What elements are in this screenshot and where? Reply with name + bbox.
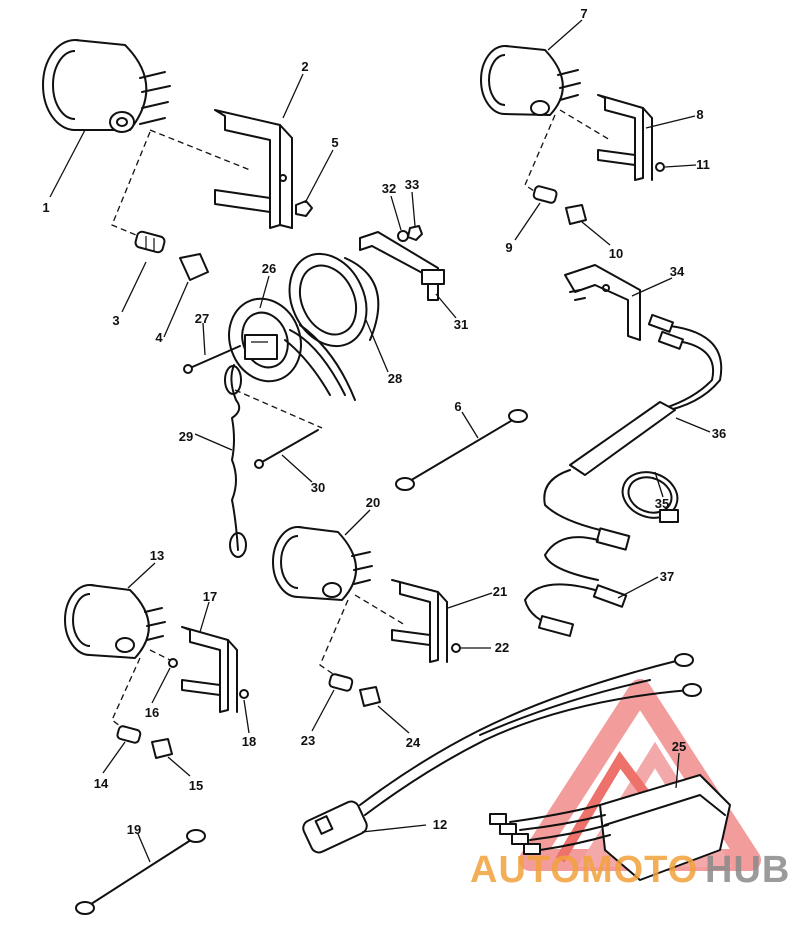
callout-9: 9 [505,240,512,255]
callout-23: 23 [301,733,315,748]
bracket-34 [564,264,641,341]
wire-lead-a [289,329,346,396]
callout-3: 3 [112,313,119,328]
callout-32: 32 [382,181,396,196]
callout-8: 8 [696,107,703,122]
dashed-guide-9 [319,599,349,677]
callout-29: 29 [179,429,193,444]
callout-5: 5 [331,135,338,150]
callout-19: 19 [127,822,141,837]
bulb-socket-23 [328,673,354,692]
callout-4: 4 [155,330,163,345]
dashed-guide-1 [149,129,251,171]
bracket-17 [181,626,238,713]
nut-22 [451,643,461,653]
bulb-socket-3 [134,230,166,254]
gauge-7 [480,45,581,116]
bulb-socket-14 [116,725,142,744]
callout-11: 11 [696,157,710,172]
callout-16: 16 [145,705,159,720]
callout-33: 33 [405,177,419,192]
ground-strap-6 [395,409,528,491]
wire-harness-12 [302,653,702,854]
dashed-guide-5 [524,114,556,196]
watermark-text-part2: HUB [705,849,790,891]
callout-12: 12 [433,817,447,832]
callout-22: 22 [495,640,509,655]
lanyard-29 [224,364,247,558]
callout-31: 31 [454,317,468,332]
dashed-guide-4 [559,109,611,141]
nut-5 [295,200,313,217]
callout-18: 18 [242,734,256,749]
bulb-15 [151,738,173,759]
callout-20: 20 [366,495,380,510]
nut-18 [239,689,249,699]
dashed-guide-6 [149,649,171,661]
callout-labels: 1 2 3 4 5 6 7 8 9 10 11 12 13 14 15 16 1… [42,6,726,837]
callout-25: 25 [672,739,686,754]
gauge-1 [42,39,171,133]
lens-28 [288,252,380,348]
bracket-2 [214,109,293,229]
module-25 [489,774,731,881]
wire-lead-b [299,324,356,401]
bulb-24 [359,686,381,707]
dashed-guide-3 [234,389,323,429]
callout-28: 28 [388,371,402,386]
callout-1: 1 [42,200,49,215]
callout-37: 37 [660,569,674,584]
callout-15: 15 [189,778,203,793]
washer-32 [397,230,409,242]
screw-30 [254,429,319,469]
bulb-4 [179,253,209,281]
callout-leaders [49,19,711,863]
light-housing-26 [228,297,302,383]
callout-10: 10 [609,246,623,261]
ground-strap-19 [75,829,206,915]
watermark-text-part1: AUTOMOTO [470,849,698,891]
washer-16 [168,658,178,668]
screw-27 [183,345,241,374]
wire-harness-36 [543,313,723,541]
bulb-socket-9 [532,185,558,204]
callout-35: 35 [655,496,669,511]
callout-7: 7 [580,6,587,21]
callout-27: 27 [195,311,209,326]
callout-21: 21 [493,584,507,599]
nut-11 [655,162,665,172]
bulb-10 [565,204,587,225]
gauge-13 [64,584,166,659]
callout-24: 24 [406,735,421,750]
watermark-text: AUTOMOTO HUB [470,849,790,891]
callout-36: 36 [712,426,726,441]
bracket-21 [391,579,448,663]
callout-2: 2 [301,59,308,74]
callout-26: 26 [262,261,276,276]
nut-33 [407,225,423,241]
callout-6: 6 [454,399,461,414]
wire-lead-c [284,339,331,396]
callout-30: 30 [311,480,325,495]
callout-34: 34 [670,264,685,279]
bracket-31 [359,231,445,301]
callout-13: 13 [150,548,164,563]
connector-set-37 [524,527,631,637]
dashed-guide-7 [111,657,141,733]
dashed-guide-2 [111,131,151,241]
gauge-20 [272,526,373,601]
bracket-8 [597,94,653,181]
cable-strap-35 [621,471,679,523]
callout-17: 17 [203,589,217,604]
dashed-guide-8 [354,594,406,626]
callout-14: 14 [94,776,109,791]
